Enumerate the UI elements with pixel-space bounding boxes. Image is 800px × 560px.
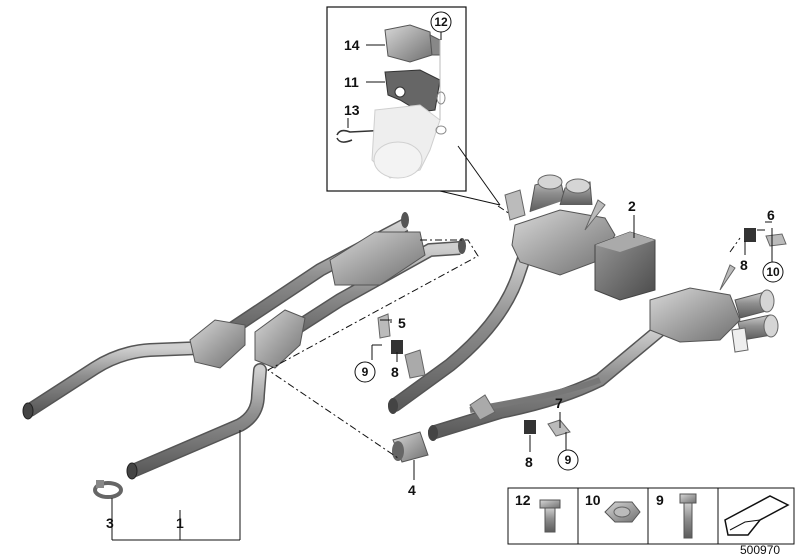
arrow-icon (724, 495, 790, 536)
callout-13: 13 (344, 102, 360, 118)
svg-text:10: 10 (766, 265, 780, 279)
callout-4: 4 (408, 482, 416, 498)
callout-8-left: 8 (391, 364, 399, 380)
callout-14: 14 (344, 37, 360, 53)
callout-10: 10 (762, 261, 784, 283)
callout-2: 2 (628, 198, 636, 214)
leader-lines (111, 30, 773, 541)
svg-text:9: 9 (656, 492, 664, 508)
callout-7: 7 (555, 395, 563, 411)
rubber-mount (391, 228, 756, 434)
callout-11: 11 (344, 74, 359, 90)
rear-silencer-assembly (388, 174, 779, 441)
callout-1: 1 (176, 515, 184, 531)
sleeve-clamp (392, 431, 429, 463)
callout-5: 5 (398, 315, 406, 331)
front-pipe-assembly (22, 212, 466, 480)
fastener-legend: 12 10 9 (507, 487, 795, 545)
bolt-icon (679, 493, 697, 539)
callouts: 1 2 3 4 5 6 7 8 8 8 9 9 10 11 12 13 14 (106, 11, 784, 531)
legend-item-12: 12 (515, 492, 561, 533)
svg-text:12: 12 (434, 15, 448, 29)
svg-text:10: 10 (585, 492, 601, 508)
detail-inset (326, 6, 501, 206)
diagram-code: 500970 (740, 543, 780, 557)
callout-3: 3 (106, 515, 114, 531)
svg-text:12: 12 (515, 492, 531, 508)
legend-item-9: 9 (656, 492, 697, 539)
callout-9-bottom: 9 (557, 449, 579, 471)
callout-9-left: 9 (354, 361, 376, 383)
svg-text:9: 9 (565, 453, 572, 467)
callout-8-bottom: 8 (525, 454, 533, 470)
pipe-clamp (93, 480, 123, 499)
hex-nut-icon (604, 501, 641, 523)
callout-12: 12 (430, 11, 452, 33)
hanger-bracket (377, 233, 787, 437)
legend-item-10: 10 (585, 492, 641, 523)
bolt-icon (539, 499, 561, 533)
svg-text:9: 9 (362, 365, 369, 379)
callout-6: 6 (767, 207, 775, 223)
callout-8-right: 8 (740, 257, 748, 273)
